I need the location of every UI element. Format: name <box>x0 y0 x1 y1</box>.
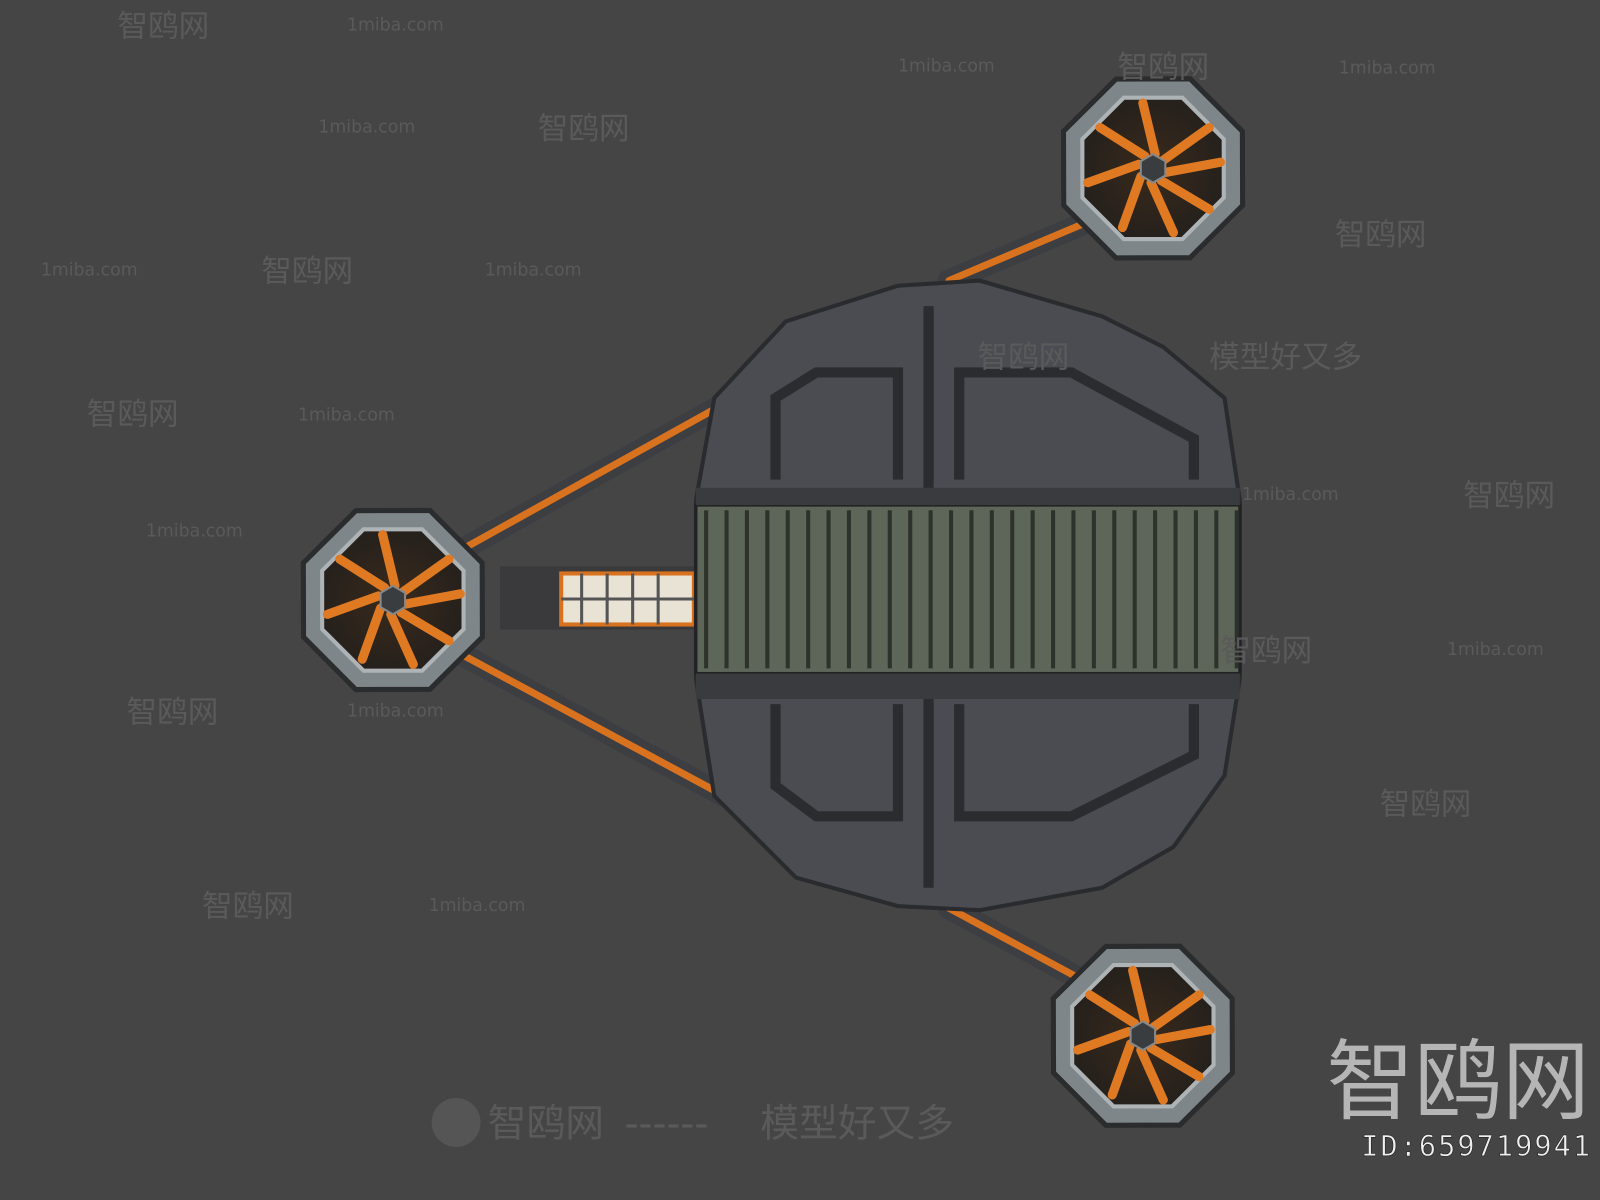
watermark-site: 1miba.com <box>485 261 582 281</box>
watermark-site: 1miba.com <box>429 896 526 916</box>
watermark-brand: 智鸥网 <box>538 112 630 147</box>
watermark-layer: 智鸥网 1miba.com 1miba.com 智鸥网 1miba.com 1m… <box>41 10 1592 1164</box>
watermark-brand: 智鸥网 <box>1463 479 1555 514</box>
watermark-site: 1miba.com <box>347 16 444 36</box>
watermark-site: 1miba.com <box>146 522 243 542</box>
watermark-brand-large: 智鸥网 <box>1327 1031 1590 1133</box>
watermark-brand: 智鸥网 <box>117 10 209 45</box>
watermark-site: 1miba.com <box>1242 485 1339 505</box>
watermark-brand: 智鸥网 <box>978 340 1070 375</box>
bird-logo-icon <box>431 1097 481 1147</box>
watermark-brand: 智鸥网 <box>1117 51 1209 86</box>
watermark-site: 1miba.com <box>1447 640 1544 660</box>
main-hull <box>693 278 1242 913</box>
watermark-dashes: ------ <box>624 1102 708 1147</box>
watermark-site: 1miba.com <box>898 56 995 76</box>
connector-bridge <box>500 566 699 630</box>
watermark-site: 1miba.com <box>298 405 395 425</box>
orange-struts <box>447 213 1093 991</box>
watermark-brand: 智鸥网 <box>202 889 294 924</box>
tread-belt <box>694 503 1242 675</box>
watermark-slogan: 模型好又多 <box>760 1102 954 1147</box>
watermark-brand: 智鸥网 <box>1220 634 1312 669</box>
watermark-brand: 智鸥网 <box>1335 218 1427 253</box>
fan-pod-bottom-right <box>1016 909 1269 1162</box>
watermark-site: 1miba.com <box>1339 58 1436 78</box>
watermark-brand: 智鸥网 <box>127 695 219 730</box>
watermark-site: 1miba.com <box>318 118 415 138</box>
watermark-brand: 智鸥网 <box>87 397 179 432</box>
watermark-brand: 智鸥网 <box>261 255 353 290</box>
watermark-slogan: 模型好又多 <box>1209 340 1362 375</box>
watermark-site: 1miba.com <box>347 701 444 721</box>
watermark-brand: 智鸥网 <box>1380 787 1472 822</box>
watermark-brand: 智鸥网 <box>488 1102 604 1147</box>
model-id-label: ID:659719941 <box>1361 1129 1592 1163</box>
fan-pod-left <box>266 473 519 726</box>
watermark-site: 1miba.com <box>41 261 138 281</box>
